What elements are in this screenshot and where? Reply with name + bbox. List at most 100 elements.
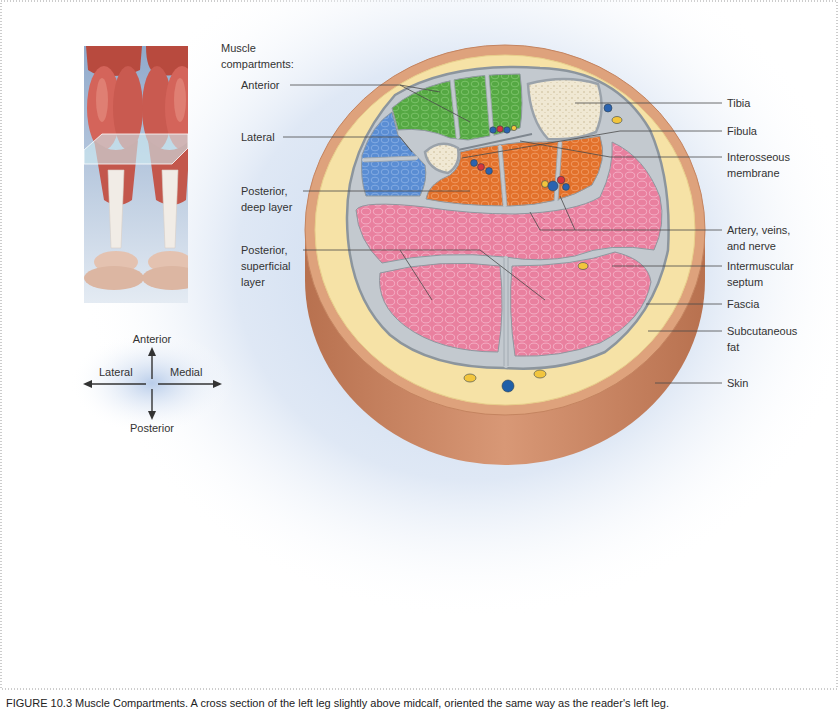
leg-inset <box>84 266 144 290</box>
vessels-and-nerves <box>464 104 622 392</box>
fascia <box>347 67 669 369</box>
intermuscular-septa-edges <box>504 258 505 366</box>
leg-inset <box>162 170 178 248</box>
vessels-and-nerves <box>471 160 478 167</box>
callout-label: Posterior, superficial layer <box>241 242 303 290</box>
leader-lines <box>655 383 722 384</box>
intermuscular-septa <box>364 76 560 366</box>
leader-lines <box>400 85 440 92</box>
vessels-and-nerves <box>486 168 493 175</box>
callout-label: Fibula <box>727 123 757 139</box>
vessels-and-nerves <box>548 181 558 191</box>
vessels-and-nerves <box>502 380 514 392</box>
compass-arrows <box>213 380 222 388</box>
leader-lines <box>648 331 722 332</box>
compass-glow <box>70 331 234 435</box>
vessels-and-nerves <box>511 125 516 130</box>
intermuscular-septa-edges <box>554 143 558 201</box>
vessels-and-nerves <box>563 184 570 191</box>
leg-inset <box>84 46 188 303</box>
compass-arrows <box>148 411 156 420</box>
leg-inset <box>96 78 108 122</box>
leader-lines <box>520 141 722 157</box>
compass-label: Medial <box>170 364 202 380</box>
intermuscular-septa-edges <box>498 147 503 205</box>
superficial-posterior-compartment <box>356 142 662 356</box>
tibia-bone <box>528 79 602 139</box>
compass-arrows <box>151 389 152 413</box>
vessels-and-nerves <box>578 263 588 270</box>
deep-posterior-compartment <box>426 136 603 206</box>
callout-label: Anterior <box>241 77 280 93</box>
deep-posterior-compartment <box>426 136 603 206</box>
leader-lines <box>575 103 722 104</box>
vessels-and-nerves <box>542 181 549 188</box>
callout-label: Interosseous membrane <box>727 149 809 181</box>
intermuscular-septa-edges <box>364 160 416 162</box>
leader-lines <box>560 196 722 230</box>
compass-label: Anterior <box>133 331 172 347</box>
callout-label: Fascia <box>727 296 759 312</box>
vessels-and-nerves <box>497 126 503 132</box>
callout-label: Lateral <box>241 129 275 145</box>
leg-cylinder <box>305 45 705 465</box>
anterior-compartment <box>392 74 522 140</box>
vessels-and-nerves <box>557 176 565 184</box>
leader-lines <box>646 304 722 305</box>
compass-label: Lateral <box>99 364 133 380</box>
intermuscular-septa <box>504 258 508 366</box>
compass-arrows <box>91 383 146 384</box>
vessels-and-nerves <box>612 117 622 124</box>
background-glow <box>80 0 838 620</box>
figure-caption: FIGURE 10.3 Muscle Compartments. A cross… <box>6 696 832 711</box>
callout-label: Skin <box>727 375 748 391</box>
compartment-heading: Muscle compartments: <box>221 40 311 72</box>
intermuscular-septa <box>364 158 416 160</box>
compass-arrows <box>151 354 152 379</box>
vessels-and-nerves <box>478 164 485 171</box>
leader-lines <box>612 266 722 267</box>
callout-label: Subcutaneous fat <box>727 323 809 355</box>
intermuscular-septa-edges <box>502 147 507 205</box>
superficial-posterior-compartment <box>356 142 662 263</box>
leg-inset <box>142 266 188 290</box>
compass-glow <box>70 331 234 435</box>
leg-inset <box>108 170 124 248</box>
intermuscular-septa-edges <box>364 76 562 366</box>
intermuscular-septa-edges <box>508 258 509 366</box>
vessels-and-nerves <box>464 374 476 382</box>
leader-lines <box>400 250 432 300</box>
superficial-posterior-compartment <box>511 252 651 356</box>
intermuscular-septa <box>556 143 560 201</box>
leader-lines <box>283 85 722 383</box>
intermuscular-septa-edges <box>485 76 490 136</box>
background-glow <box>80 0 838 620</box>
compass-arrows <box>83 380 92 388</box>
leg-inset <box>84 134 188 164</box>
callout-label: Tibia <box>727 95 750 111</box>
leg-inset <box>174 78 186 122</box>
fibula-bone <box>425 144 459 173</box>
vessels-and-nerves <box>490 127 496 133</box>
compass-label: Posterior <box>130 420 174 436</box>
fibula-bone <box>425 144 459 173</box>
intermuscular-septa-edges <box>364 156 416 158</box>
tibia-bone <box>528 79 602 139</box>
leader-lines <box>303 191 470 192</box>
vessels-and-nerves <box>504 127 510 133</box>
leader-lines <box>290 85 470 122</box>
leader-lines <box>462 131 722 158</box>
leader-lines <box>480 250 545 300</box>
callout-label: Posterior, deep layer <box>241 183 303 215</box>
callout-label: Intermuscular septum <box>727 258 815 290</box>
anterior-compartment <box>392 74 522 140</box>
leader-lines <box>303 250 480 251</box>
vessels-and-nerves <box>604 104 612 112</box>
leader-lines <box>530 212 575 230</box>
leader-lines <box>283 137 412 152</box>
intermuscular-septa-edges <box>558 143 562 201</box>
vessels-and-nerves <box>534 370 546 378</box>
fascia <box>347 67 669 369</box>
